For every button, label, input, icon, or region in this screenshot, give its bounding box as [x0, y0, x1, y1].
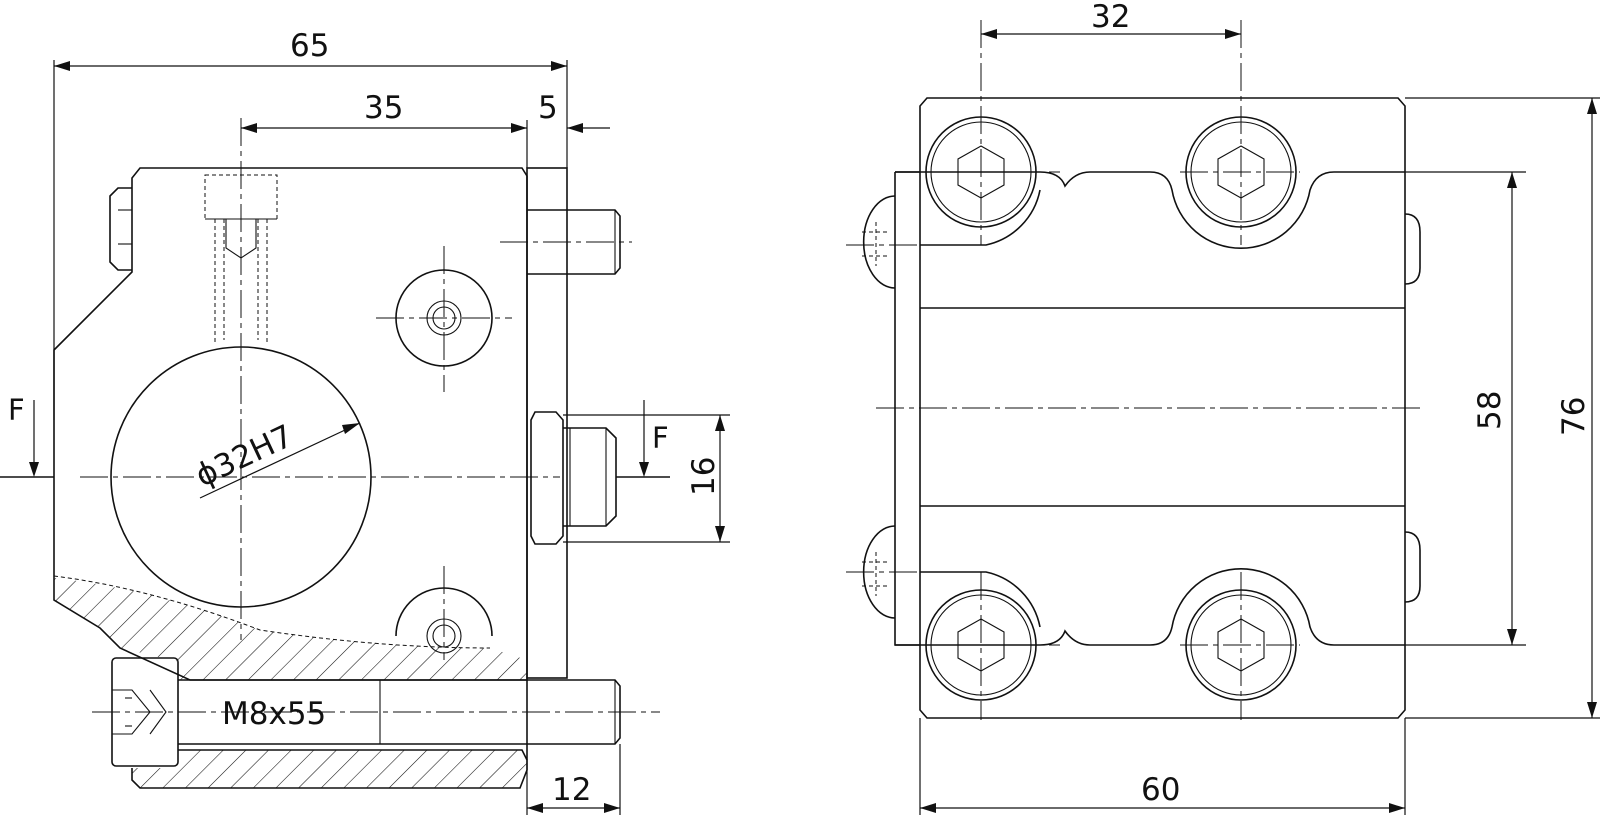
svg-text:58: 58 — [1472, 391, 1508, 430]
right-face-view: 32 76 58 60 — [846, 0, 1600, 815]
force-label-left: F — [8, 393, 25, 427]
svg-text:5: 5 — [538, 90, 558, 126]
upper-small-hole — [376, 246, 512, 392]
clamp-body-bottom — [131, 749, 528, 789]
lower-small-hole — [395, 566, 493, 660]
left-section-view: F F 65 35 5 — [0, 28, 730, 815]
svg-text:60: 60 — [1141, 772, 1180, 808]
pressure-pin — [530, 411, 617, 545]
top-threaded-hole — [204, 174, 278, 342]
svg-text:76: 76 — [1556, 397, 1592, 436]
dimension-5: 5 — [538, 90, 610, 133]
side-nub-right-lower — [1404, 531, 1421, 603]
section-hatch-lower — [132, 750, 527, 788]
force-label-right: F — [652, 421, 669, 455]
svg-text:32: 32 — [1091, 0, 1130, 35]
dimension-bore-diameter: ϕ32H7 — [190, 418, 361, 499]
side-screw-left-upper — [862, 195, 896, 289]
svg-text:12: 12 — [552, 772, 591, 808]
side-nub-right-upper — [1404, 213, 1421, 285]
top-slot — [895, 171, 1405, 249]
bottom-slot — [895, 568, 1405, 646]
screw-spec-label: M8x55 — [222, 696, 326, 732]
dimension-76: 76 — [1405, 97, 1600, 719]
dimension-65: 65 — [53, 28, 568, 420]
svg-text:ϕ32H7: ϕ32H7 — [190, 418, 299, 494]
svg-text:16: 16 — [686, 457, 722, 496]
left-boss — [109, 187, 132, 271]
dimension-35: 35 — [241, 90, 528, 168]
section-hatch-upper — [54, 578, 527, 680]
dimension-16: 16 — [563, 414, 730, 543]
right-face-plate — [526, 167, 568, 679]
clamp-screw — [92, 657, 660, 767]
dimension-58: 58 — [1405, 171, 1526, 646]
section-break-line — [53, 575, 491, 649]
dimension-60: 60 — [919, 718, 1406, 815]
svg-text:65: 65 — [290, 28, 329, 64]
svg-text:35: 35 — [364, 90, 403, 126]
dimension-32: 32 — [981, 0, 1241, 39]
dimension-12: 12 — [526, 744, 621, 815]
